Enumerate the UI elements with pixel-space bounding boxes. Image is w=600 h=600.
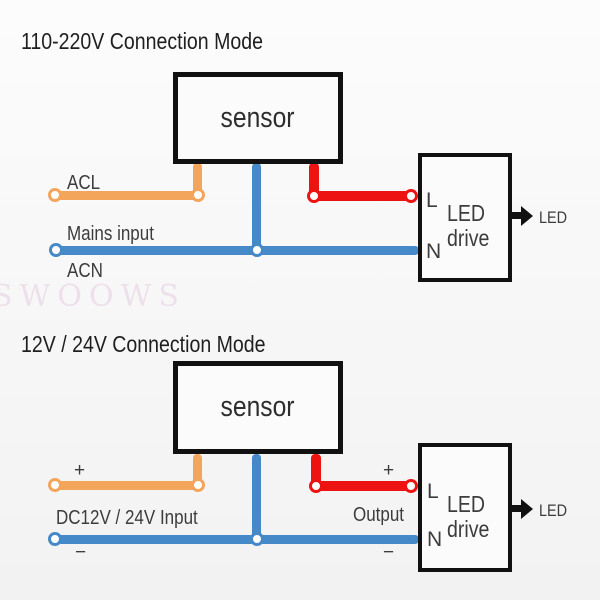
watermark-text: SWOOWS: [0, 279, 186, 314]
mains-input-label: Mains input: [67, 223, 169, 246]
output-wire: [312, 481, 413, 491]
switched-live-wire: [310, 191, 413, 201]
led-output-label-1: LED: [539, 208, 572, 228]
sensor-output-drop-wire: [311, 454, 321, 491]
terminal-n-1: N: [426, 240, 442, 263]
output-arrow-icon-1: [521, 206, 533, 226]
sensor-label-1: sensor: [220, 101, 295, 134]
diagram2-title: 12V / 24V Connection Mode: [21, 331, 309, 358]
mains-wire: [54, 246, 419, 255]
acl-label-text: ACL: [67, 172, 101, 194]
dc-minus-end-node: [48, 532, 62, 546]
output-label-text: Output: [353, 504, 405, 526]
mains-junction-node: [250, 243, 264, 257]
plus-sign-right: +: [383, 460, 395, 481]
acl-wire: [54, 191, 202, 200]
live-end-node: [404, 189, 418, 203]
dc-plus-end-node: [48, 478, 62, 492]
sensor-box-1: sensor: [173, 72, 343, 164]
led-drive-label-2: LED drive: [447, 492, 497, 542]
dc-minus-wire: [54, 535, 419, 544]
terminal-l-2: L: [427, 480, 439, 503]
output-arrow-icon-2: [521, 499, 533, 519]
acl-end-node: [48, 188, 62, 202]
led-output-label-1-text: LED: [539, 208, 568, 227]
led-drive-label-2-line2: drive: [447, 516, 490, 542]
sensor-neutral-drop-wire: [252, 163, 261, 255]
dc-minus-junction-node: [250, 532, 264, 546]
minus-sign-right: −: [383, 542, 395, 563]
sensor-label-2: sensor: [220, 391, 295, 423]
dc-input-label-text: DC12V / 24V Input: [56, 507, 198, 529]
output-corner-node: [309, 479, 323, 493]
dc-plus-corner-node: [191, 478, 205, 492]
sensor-acl-drop-wire: [193, 163, 202, 200]
acn-label-text: ACN: [67, 260, 103, 282]
acl-label: ACL: [67, 172, 106, 195]
dc-input-label: DC12V / 24V Input: [56, 507, 223, 530]
mains-end-node: [49, 243, 63, 257]
led-drive-label-1: LED drive: [447, 201, 497, 251]
acl-corner-node: [191, 188, 205, 202]
output-end-node: [404, 479, 418, 493]
mains-input-label-text: Mains input: [67, 223, 154, 245]
output-label: Output: [353, 504, 413, 527]
sensor-box-2: sensor: [173, 361, 343, 454]
output-arrow-shaft-1: [511, 212, 522, 219]
terminal-n-2: N: [427, 528, 443, 551]
terminal-l-1: L: [426, 189, 438, 212]
led-drive-label-1-line1: LED: [447, 200, 486, 226]
minus-sign-left: −: [75, 542, 87, 563]
diagram2-title-text: 12V / 24V Connection Mode: [21, 331, 266, 357]
live-corner-node: [307, 189, 321, 203]
led-drive-label-2-line1: LED: [447, 491, 486, 517]
diagram1-title-text: 110-220V Connection Mode: [21, 28, 264, 54]
dc-plus-wire: [54, 481, 202, 490]
sensor-minus-drop-wire: [252, 454, 261, 544]
led-output-label-2-text: LED: [539, 501, 568, 520]
output-arrow-shaft-2: [511, 505, 522, 512]
sensor-plus-drop-wire: [193, 454, 202, 490]
led-drive-label-1-line2: drive: [447, 225, 490, 251]
led-drive-box-2: [418, 443, 512, 572]
led-drive-box-1: [418, 153, 512, 282]
plus-sign-left: +: [74, 460, 86, 481]
acn-label: ACN: [67, 260, 109, 283]
led-output-label-2: LED: [539, 501, 572, 521]
sensor-live-drop-wire: [309, 163, 319, 201]
diagram1-title: 110-220V Connection Mode: [21, 28, 306, 55]
